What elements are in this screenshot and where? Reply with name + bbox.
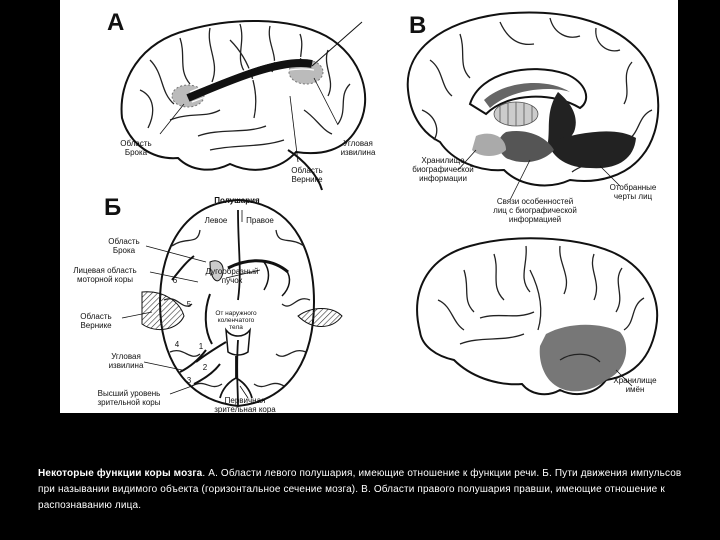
caption-a-text: Области левого полушария, имеющие отноше… — [220, 468, 540, 479]
caption-a-letter: А — [208, 468, 216, 479]
caption-v-text: Области правого полушария правши, имеющи… — [38, 484, 665, 511]
panel-b-letter: Б — [104, 194, 122, 221]
label-names-store: Хранилище имён — [613, 376, 657, 394]
pathway-number-6: 6 — [172, 276, 178, 285]
label-biographic-store: Хранилище биографической информации — [412, 156, 474, 183]
caption-b-letter: Б — [542, 468, 549, 479]
label-face-motor-cortex: Лицевая область моторной коры — [73, 266, 137, 284]
caption-b-text: Пути движения импульсов при назывании ви… — [38, 468, 682, 495]
label-right-hemisphere: Правое — [246, 216, 274, 225]
caption-v-letter: В — [361, 484, 368, 495]
figure-caption: Некоторые функции коры мозга. А. Области… — [38, 468, 682, 511]
label-left-hemisphere: Левое — [204, 216, 228, 225]
label-wernicke-a: Область Верникe — [291, 166, 323, 184]
brain-lateral-right — [416, 237, 659, 396]
panel-v-letter: В — [409, 12, 427, 39]
label-selected-face-features: Отобранные черты лиц — [609, 183, 657, 201]
panel-a-letter: А — [107, 9, 125, 36]
pathway-number-4: 4 — [174, 340, 180, 349]
pathway-number-3: 3 — [186, 376, 192, 385]
brain-illustrations — [120, 11, 660, 408]
label-primary-visual-cortex: Первичная зрительная кора — [214, 396, 276, 414]
figure-panel: А Область Брока Угловая извилина Область… — [60, 0, 678, 414]
pathway-number-1: 1 — [198, 342, 204, 351]
label-from-lgb: От наружного коленчатого тела — [215, 310, 257, 331]
brain-medial-right — [406, 11, 660, 201]
label-angular-gyrus-b: Угловая извилина — [108, 352, 144, 370]
label-face-biographic-links: Связи особенностей лиц с биографической … — [493, 197, 577, 224]
label-wernicke-b: Область Верникe — [80, 312, 112, 330]
label-angular-gyrus-a: Угловая извилина — [340, 139, 376, 157]
brain-horizontal-section — [121, 198, 343, 408]
label-arcuate-fasciculus: Дугообразный пучок — [205, 267, 259, 285]
pathway-number-2: 2 — [202, 363, 208, 372]
label-higher-visual-cortex: Высший уровень зрительной коры — [97, 389, 161, 407]
caption-title: Некоторые функции коры мозга — [38, 468, 203, 479]
pathway-number-5: 5 — [186, 300, 192, 309]
brain-lateral-left — [120, 19, 367, 191]
label-broca-b: Область Брока — [108, 237, 140, 255]
label-hemispheres: Полушария — [214, 196, 260, 205]
label-broca-a: Область Брока — [120, 139, 152, 157]
